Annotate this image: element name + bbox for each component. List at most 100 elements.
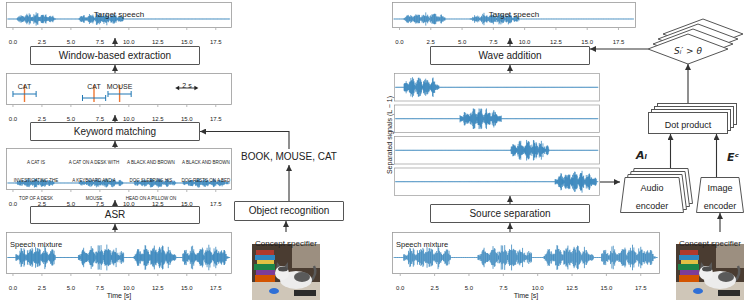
text-holder: 0.0 <box>0 192 28 210</box>
axis-title: Time [s] <box>514 292 539 299</box>
photo-mouse <box>693 288 703 294</box>
tick-mark <box>186 105 187 107</box>
axis-tick-label: 2.5 <box>38 285 46 291</box>
text-holder: 17.5 <box>201 192 231 210</box>
threshold-label: Sₗ′ > θ <box>674 46 702 56</box>
photo-book <box>257 260 274 264</box>
math-symbol: Eᶜ <box>727 151 739 164</box>
axis-tick-label: 10.0 <box>123 285 135 291</box>
tick-mark <box>434 274 435 276</box>
photo-keyboard <box>718 290 740 296</box>
tick-mark <box>157 105 158 107</box>
text-holder: MOUSE <box>95 75 145 93</box>
encoder-trapezoid: Audio encoder <box>620 168 693 213</box>
transcript-plot: A CAT IS INVESTIGATING THE TOP OF A DESK… <box>6 148 232 200</box>
photo-mouse <box>269 288 279 294</box>
axis-tick-label: 2.5 <box>430 285 438 291</box>
text-holder: 12.5 <box>143 107 173 125</box>
axis-tick-label: 0.0 <box>395 39 403 45</box>
flow-arrow <box>509 196 510 204</box>
text-holder: 0.0 <box>0 276 28 294</box>
tick-mark <box>215 28 216 30</box>
window-end <box>105 95 106 101</box>
text-holder: Speech mixture <box>396 233 448 251</box>
tick-mark <box>99 105 100 107</box>
text-holder: 2.5 <box>416 30 446 48</box>
text-holder: 7.5 <box>85 192 115 210</box>
photo-book <box>680 250 698 255</box>
axis-tick-label: 17.5 <box>613 39 625 45</box>
tick-mark <box>215 190 216 192</box>
photo-book <box>256 270 275 275</box>
photo-book <box>255 275 275 282</box>
axis-tick-label: 12.5 <box>550 39 562 45</box>
text-holder: Time [s] <box>392 284 660 302</box>
tick-mark <box>572 274 573 276</box>
text-holder: 10.0 <box>114 192 144 210</box>
tick-mark <box>12 28 13 30</box>
flow-arrow <box>114 38 115 46</box>
tick-mark <box>157 274 158 276</box>
text-holder: 15.0 <box>172 107 202 125</box>
text-holder: 15.0 <box>172 192 202 210</box>
concept-image: Concept specifier <box>248 232 324 302</box>
object-list-text: BOOK, MOUSE, CAT <box>241 151 337 163</box>
plot-frame <box>7 233 232 274</box>
text-holder: Audio encoder <box>620 177 684 213</box>
process-label: Dot product <box>665 120 712 130</box>
flow-arrow <box>509 223 510 232</box>
axis-tick-label: 10.0 <box>123 39 135 45</box>
tick-mark <box>537 274 538 276</box>
photo-book <box>679 255 699 260</box>
axis-tick-label: 0.0 <box>9 39 17 45</box>
tick-mark <box>186 28 187 30</box>
tick-mark <box>128 190 129 192</box>
keyword-label: MOUSE <box>107 83 133 90</box>
object-list: BOOK, MOUSE, CAT <box>234 149 344 165</box>
trapezoid-outline <box>697 178 744 213</box>
flow-arrow <box>114 65 115 73</box>
axis-tick-label: 12.5 <box>152 285 164 291</box>
axis-tick-label: 17.5 <box>635 285 647 291</box>
tick-mark <box>70 105 71 107</box>
text-holder: 5.0 <box>447 30 477 48</box>
text-holder: 10.0 <box>523 276 553 294</box>
axis-tick-label: 15.0 <box>601 285 613 291</box>
photo-cat-patch <box>702 267 712 272</box>
waveform <box>396 108 598 129</box>
tick-mark <box>70 28 71 30</box>
axis-tick-label: 12.5 <box>152 116 164 122</box>
text-holder: 5.0 <box>454 276 484 294</box>
flow-arrow <box>687 64 688 103</box>
tick-mark <box>462 28 463 30</box>
tick-mark <box>503 274 504 276</box>
text-holder: 12.5 <box>557 276 587 294</box>
axis-tick-label: 10.0 <box>123 116 135 122</box>
axis-tick-label: 0.0 <box>9 201 17 207</box>
photo-book <box>680 270 699 275</box>
row-frame <box>395 74 600 102</box>
box-outline <box>649 113 728 134</box>
plot-frame <box>7 74 232 105</box>
window-end <box>82 95 83 101</box>
text-holder: 2.5 <box>27 30 57 48</box>
text-holder: 5.0 <box>56 30 86 48</box>
flow-arrow <box>716 134 717 177</box>
node-shape <box>6 2 232 38</box>
tick-mark <box>41 190 42 192</box>
text-holder: Sₗ′ > θ <box>648 40 728 58</box>
photo <box>252 244 320 300</box>
flow-arrow <box>670 134 671 168</box>
flow-arrow <box>590 48 648 49</box>
axis-tick-label: 7.5 <box>96 39 104 45</box>
tick-mark <box>493 28 494 30</box>
axis-tick-label: 0.0 <box>9 285 17 291</box>
axis-tick-label: 15.0 <box>181 116 193 122</box>
text-holder: Image encoder <box>696 177 744 213</box>
axis-tick-label: 17.5 <box>210 201 222 207</box>
flow-arrow <box>114 115 115 122</box>
node-shape <box>6 148 232 200</box>
tick-mark <box>41 105 42 107</box>
dot-product-box: Dot product <box>648 103 737 134</box>
